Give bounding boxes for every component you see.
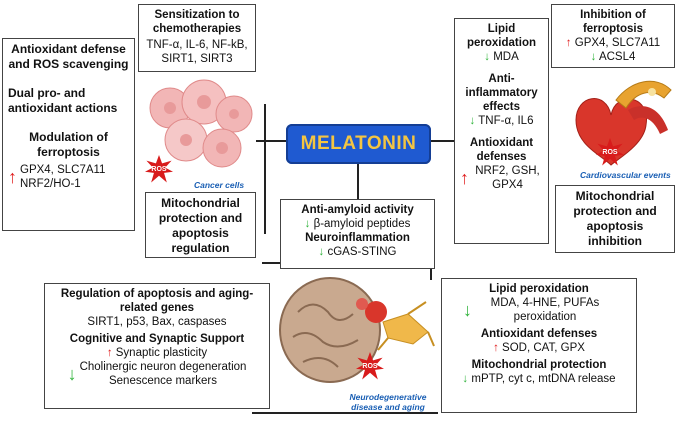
neuro-antioxidant-row: ↑ SOD, CAT, GPX (447, 341, 631, 355)
ros-label: ROS (602, 148, 618, 156)
connector-line (252, 412, 438, 414)
amyloid-items: β-amyloid peptides (313, 218, 411, 230)
ferroptosis-down-row: ↓ ACSL4 (557, 50, 669, 64)
decrease-arrow-icon: ↓ (463, 300, 472, 320)
cholinergic-text: Cholinergic neuron degeneration (79, 361, 247, 373)
decrease-arrow-icon: ↓ (469, 115, 476, 127)
synaptic-row: ↑ Synaptic plasticity (50, 346, 264, 360)
cancer-cells-illustration (142, 78, 254, 178)
ferroptosis-up-row: ↑ GPX4, SLC7A11 (557, 36, 669, 50)
decrease-arrow-icon: ↓ (484, 51, 490, 63)
cognitive-support-title: Cognitive and Synaptic Support (69, 333, 245, 345)
decrease-arrow-icon: ↓ (318, 246, 325, 258)
ros-label: ROS (151, 165, 167, 173)
neuro-antioxidant-items: SOD, CAT, GPX (502, 342, 585, 354)
increase-arrow-icon: ↑ (460, 168, 469, 188)
ferroptosis-down-items: ACSL4 (598, 51, 636, 63)
cardio-lipid-items: MDA (493, 51, 519, 63)
connector-line (264, 104, 266, 234)
connector-line (430, 262, 432, 280)
apoptosis-genes-items: SIRT1, p53, Bax, caspases (87, 316, 227, 328)
anti-inflammatory-title: Anti-inflammatory effects (465, 73, 538, 113)
anti-inflammatory-items: TNF-α, IL6 (478, 115, 534, 127)
connector-line (430, 140, 455, 142)
synaptic-plasticity-text: Synaptic plasticity (115, 347, 208, 359)
neuro-mito-title: Mitochondrial protection (471, 359, 607, 371)
neuro-lipid-row: ↓ MDA, 4-HNE, PUFAs peroxidation (447, 296, 631, 324)
anti-inflammatory-row: ↓ TNF-α, IL6 (460, 114, 543, 128)
connector-line (357, 160, 359, 200)
cardio-lipid-row: ↓ MDA (460, 50, 543, 64)
cholinergic-row: ↓ Cholinergic neuron degeneration Senesc… (50, 360, 264, 388)
decrease-arrow-icon: ↓ (590, 51, 597, 63)
neuro-apoptosis-box: Regulation of apoptosis and aging-relate… (44, 283, 270, 409)
ferroptosis-inhibition-title: Inhibition of ferroptosis (580, 9, 646, 35)
melatonin-node: MELATONIN (286, 124, 431, 164)
ferroptosis-items-text: GPX4, SLC7A11 NRF2/HO-1 (20, 164, 106, 190)
decrease-arrow-icon: ↓ (304, 218, 311, 230)
ferroptosis-modulation-title: Modulation of ferroptosis (29, 130, 108, 159)
neurodegenerative-caption: Neurodegenerative disease and aging (349, 392, 427, 412)
increase-arrow-icon: ↑ (493, 342, 499, 354)
cancer-mito-title: Mitochondrial protection and apoptosis r… (158, 196, 243, 255)
brain-illustration (278, 272, 436, 392)
dual-actions-label: Dual pro- and antioxidant actions (8, 86, 118, 115)
decrease-arrow-icon: ↓ (67, 364, 77, 384)
neuroinflammation-title: Neuroinflammation (305, 232, 410, 244)
ferroptosis-inhibition-box: Inhibition of ferroptosis ↑ GPX4, SLC7A1… (551, 4, 675, 68)
cardio-mito-title: Mitochondrial protection and apoptosis i… (573, 189, 657, 248)
neuro-oxidative-box: Lipid peroxidation ↓ MDA, 4-HNE, PUFAs p… (441, 278, 637, 413)
apoptosis-genes-title: Regulation of apoptosis and aging-relate… (60, 288, 254, 314)
amyloid-neuroinflammation-box: Anti-amyloid activity ↓ β-amyloid peptid… (280, 199, 435, 269)
ferroptosis-up-items: GPX4, SLC7A11 (574, 37, 661, 49)
melatonin-title: MELATONIN (300, 133, 417, 154)
neuro-mito-items: mPTP, cyt c, mtDNA release (471, 373, 616, 385)
ferroptosis-modulation-items: ↑ GPX4, SLC7A11 NRF2/HO-1 (8, 163, 129, 191)
cancer-antioxidant-box: Antioxidant defense and ROS scavenging D… (2, 38, 135, 231)
cardio-antioxidant-items: NRF2, GSH, GPX4 (475, 165, 540, 191)
amyloid-items-row: ↓ β-amyloid peptides (286, 217, 429, 231)
increase-arrow-icon: ↑ (565, 37, 572, 49)
cancer-cells-caption: Cancer cells (194, 180, 245, 190)
heart-illustration (556, 70, 676, 170)
increase-arrow-icon: ↑ (106, 347, 113, 359)
antioxidant-ros-title: Antioxidant defense and ROS scavenging (8, 42, 129, 71)
neuro-antioxidant-title: Antioxidant defenses (480, 328, 598, 340)
decrease-arrow-icon: ↓ (462, 373, 469, 385)
neuroinflammation-items: cGAS-STING (327, 246, 397, 258)
connector-line (256, 140, 286, 142)
increase-arrow-icon: ↑ (8, 167, 17, 187)
anti-amyloid-title: Anti-amyloid activity (301, 204, 414, 216)
chemo-sensitization-items: TNF-α, IL-6, NF-kB, SIRT1, SIRT3 (146, 39, 248, 65)
neuroinflammation-items-row: ↓ cGAS-STING (286, 245, 429, 259)
neuro-lipid-title: Lipid peroxidation (489, 283, 589, 295)
senescence-text: Senescence markers (108, 375, 218, 387)
neuro-mito-row: ↓ mPTP, cyt c, mtDNA release (447, 372, 631, 386)
cardio-effects-box: Lipid peroxidation ↓ MDA Anti-inflammato… (454, 18, 549, 244)
cardio-lipid-title: Lipid peroxidation (466, 23, 536, 49)
cardiovascular-caption: Cardiovascular events (580, 170, 671, 180)
ros-label: ROS (362, 362, 378, 370)
cancer-mito-box: Mitochondrial protection and apoptosis r… (145, 192, 256, 258)
neuro-lipid-items: MDA, 4-HNE, PUFAs peroxidation (490, 297, 600, 323)
cardio-antioxidant-title: Antioxidant defenses (469, 137, 534, 163)
cardio-antioxidant-row: ↑ NRF2, GSH, GPX4 (460, 164, 543, 192)
chemo-sensitization-box: Sensitization to chemotherapies TNF-α, I… (138, 4, 256, 72)
chemo-sensitization-title: Sensitization to chemotherapies (152, 9, 242, 35)
cardio-mito-box: Mitochondrial protection and apoptosis i… (555, 185, 675, 253)
